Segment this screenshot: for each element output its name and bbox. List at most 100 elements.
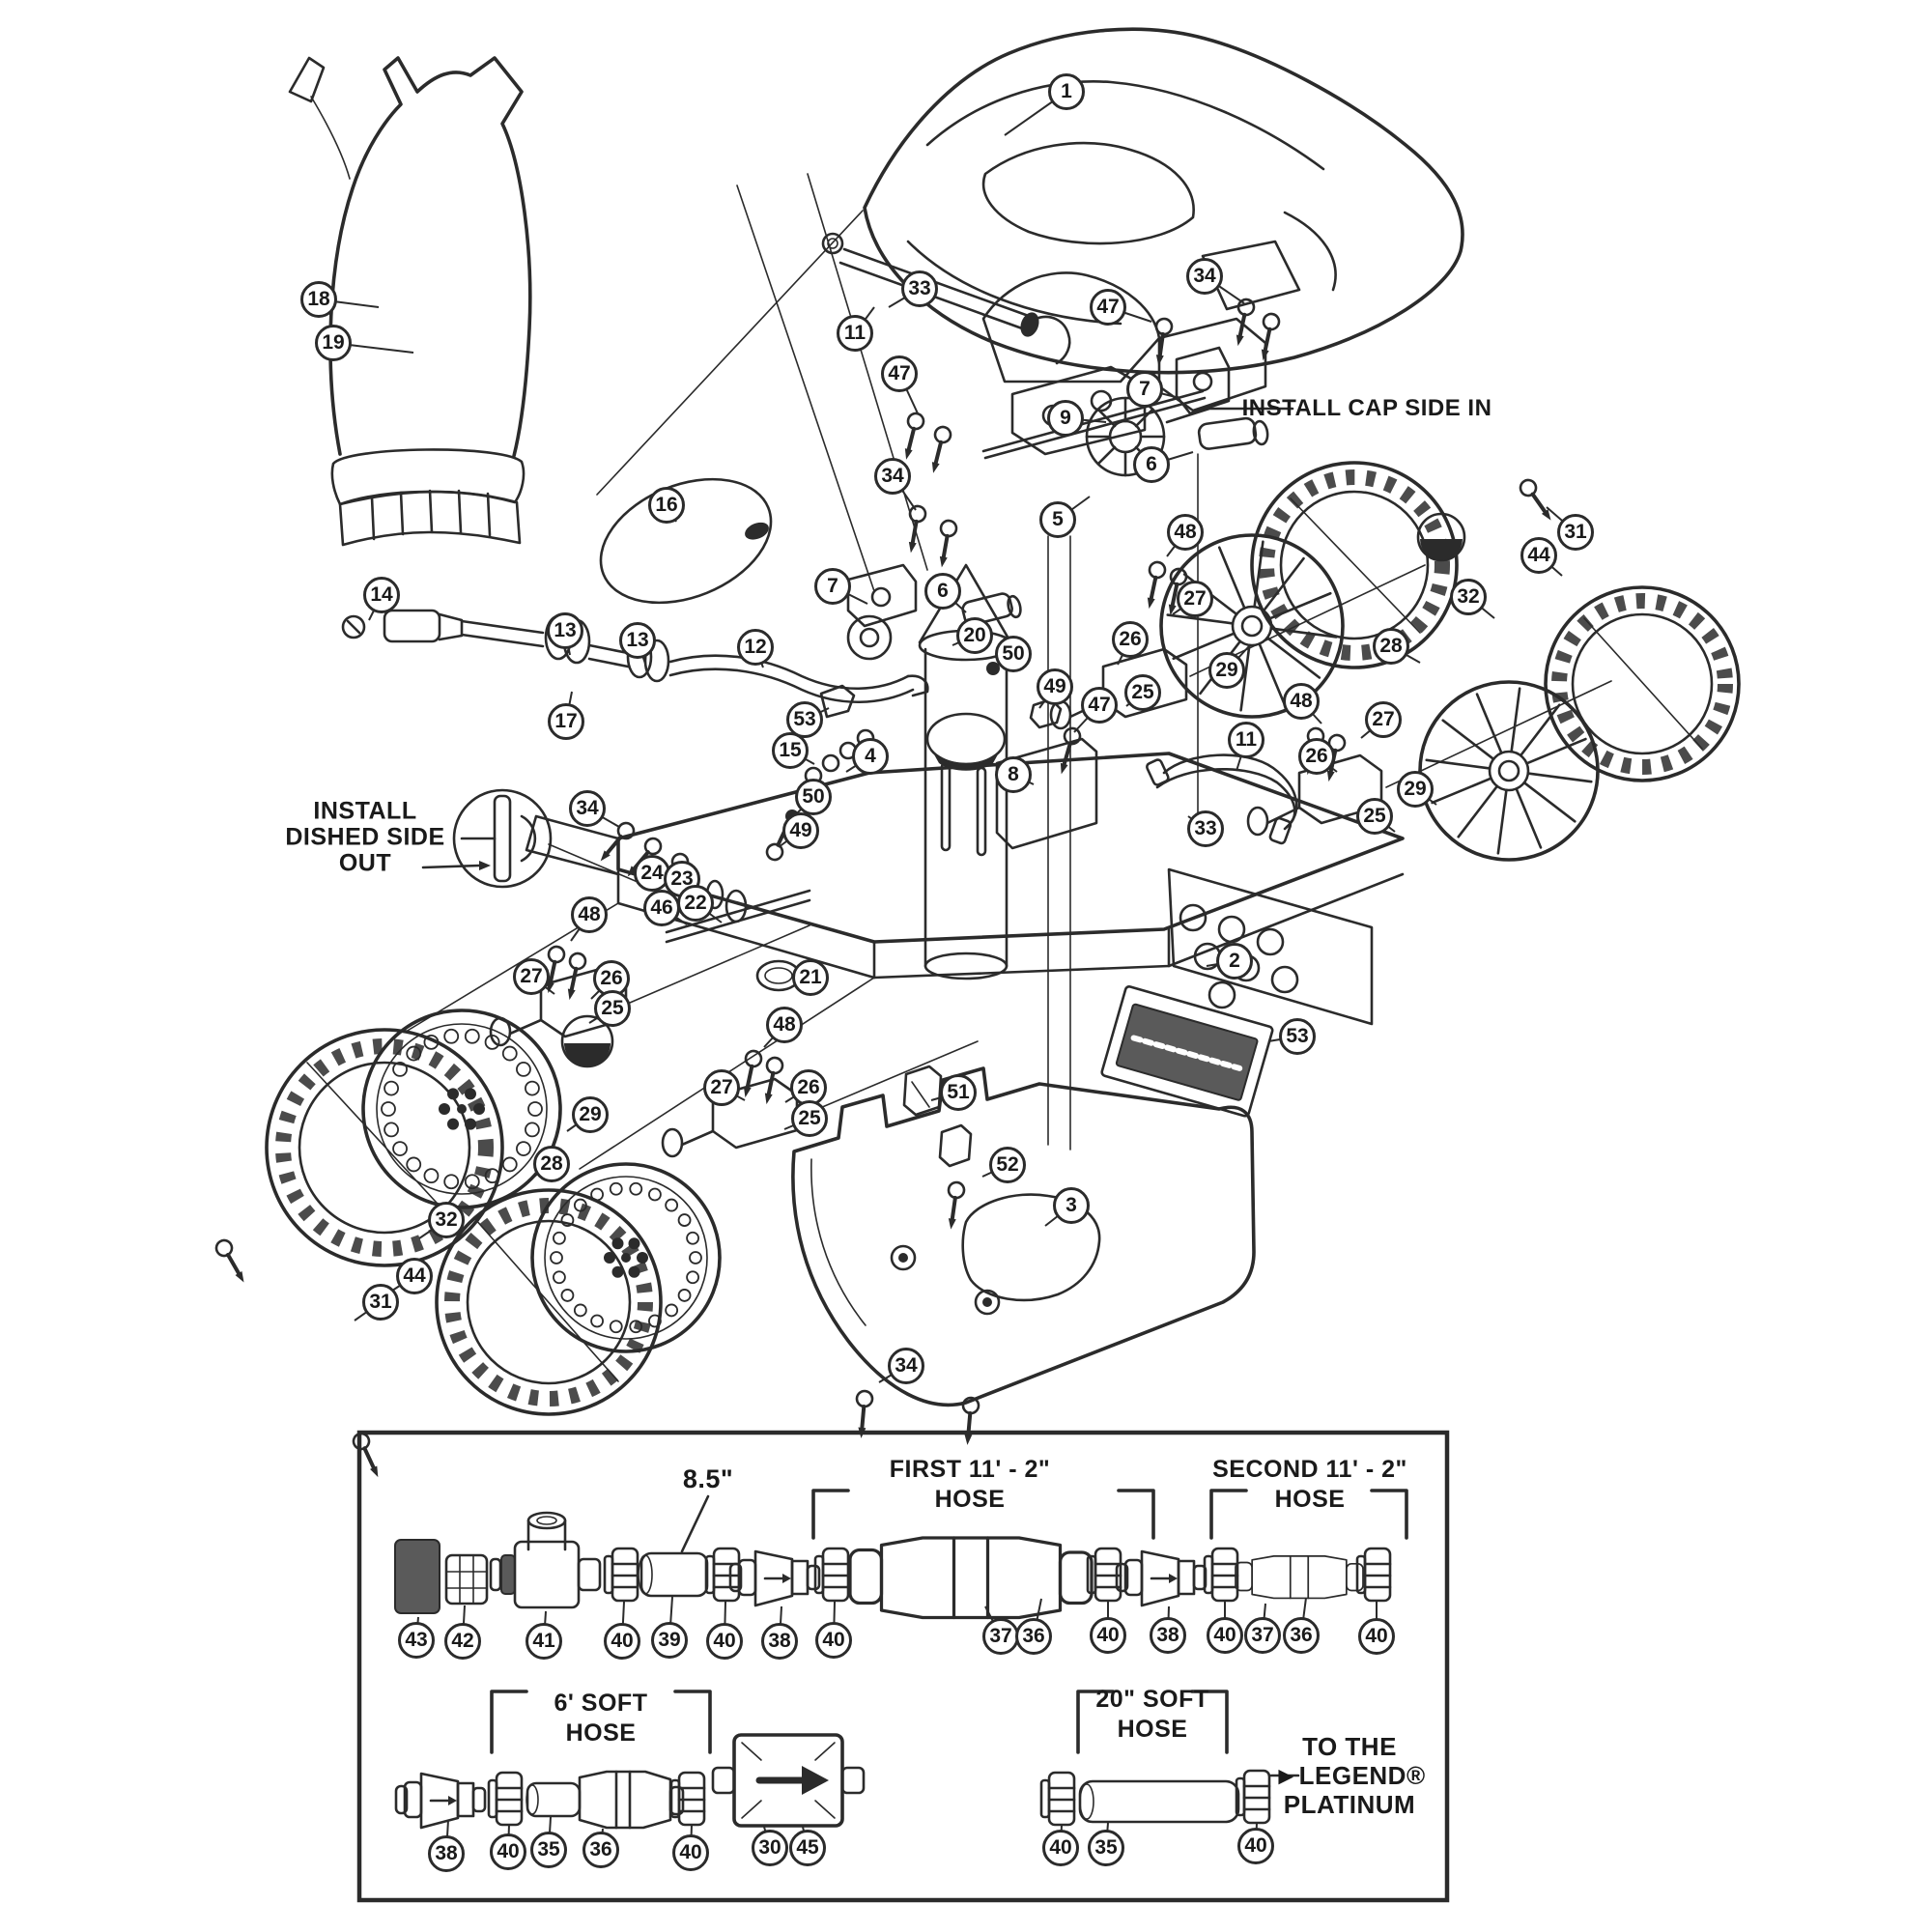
callout-19: 19 xyxy=(315,325,352,361)
callout-40: 40 xyxy=(1237,1828,1274,1864)
callout-48: 48 xyxy=(1283,683,1320,720)
callout-31: 31 xyxy=(1557,514,1594,551)
callout-22: 22 xyxy=(677,885,714,922)
callout-11: 11 xyxy=(837,315,873,352)
callout-30: 30 xyxy=(752,1830,788,1866)
callout-25: 25 xyxy=(791,1100,828,1137)
callout-40: 40 xyxy=(604,1623,640,1660)
callout-50: 50 xyxy=(995,636,1032,672)
callout-48: 48 xyxy=(1167,514,1204,551)
callout-48: 48 xyxy=(571,896,608,933)
callout-34: 34 xyxy=(569,790,606,827)
callout-15: 15 xyxy=(772,732,809,769)
legend-row1-parts xyxy=(394,1511,1392,1620)
callout-35: 35 xyxy=(530,1832,567,1868)
callout-35: 35 xyxy=(1088,1830,1124,1866)
callout-51: 51 xyxy=(940,1074,977,1111)
callout-32: 32 xyxy=(428,1202,465,1238)
callout-41: 41 xyxy=(526,1623,562,1660)
callout-40: 40 xyxy=(1042,1830,1079,1866)
callout-37: 37 xyxy=(1244,1617,1281,1654)
callout-13: 13 xyxy=(619,622,656,659)
label-to-the-legend-platinum: TO THE►LEGEND®PLATINUM xyxy=(1273,1732,1426,1819)
callout-27: 27 xyxy=(1365,701,1402,738)
callout-27: 27 xyxy=(1177,581,1213,617)
cap-note-leader xyxy=(1165,407,1294,424)
callout-3: 3 xyxy=(1053,1187,1090,1224)
dished-washer-detail xyxy=(421,788,811,944)
callout-31: 31 xyxy=(362,1284,399,1321)
callout-53: 53 xyxy=(1279,1018,1316,1055)
callout-13: 13 xyxy=(547,612,583,649)
callout-49: 49 xyxy=(1037,668,1073,705)
callout-25: 25 xyxy=(1356,798,1393,835)
callout-47: 47 xyxy=(881,355,918,392)
callout-37: 37 xyxy=(982,1618,1019,1655)
callout-44: 44 xyxy=(396,1258,433,1294)
float-part xyxy=(599,477,773,605)
callout-43: 43 xyxy=(398,1622,435,1659)
center-column-assembly xyxy=(918,453,1199,1151)
callout-17: 17 xyxy=(548,703,584,740)
callout-33: 33 xyxy=(901,270,938,307)
right-wheel-group xyxy=(1049,461,1741,862)
debris-bag-part xyxy=(288,56,532,547)
label-second-hose: SECOND 11' - 2"HOSE xyxy=(1212,1456,1407,1513)
callout-2: 2 xyxy=(1216,943,1253,980)
callout-6: 6 xyxy=(1133,446,1170,483)
label-first-hose: FIRST 11' - 2"HOSE xyxy=(889,1456,1051,1513)
callout-6: 6 xyxy=(924,573,961,610)
callout-36: 36 xyxy=(1283,1617,1320,1654)
callout-29: 29 xyxy=(1208,652,1245,689)
callout-34: 34 xyxy=(888,1348,924,1384)
callout-20: 20 xyxy=(956,617,993,654)
legend-row2-parts xyxy=(394,1733,1300,1830)
callout-47: 47 xyxy=(1090,289,1126,326)
callout-53: 53 xyxy=(786,701,823,738)
callout-26: 26 xyxy=(1298,738,1335,775)
callout-12: 12 xyxy=(737,629,774,666)
callout-40: 40 xyxy=(672,1834,709,1871)
callout-29: 29 xyxy=(1397,771,1434,808)
callout-36: 36 xyxy=(582,1832,619,1868)
callout-7: 7 xyxy=(1126,371,1163,408)
callout-26: 26 xyxy=(1112,621,1149,658)
callout-11: 11 xyxy=(1228,722,1264,758)
callout-21: 21 xyxy=(792,959,829,996)
legend-valve-30-45 xyxy=(711,1733,866,1828)
bottom-pan-assembly xyxy=(791,985,1274,1448)
callout-40: 40 xyxy=(815,1622,852,1659)
callout-49: 49 xyxy=(782,812,819,849)
callout-38: 38 xyxy=(761,1623,798,1660)
legend-box xyxy=(356,1430,1450,1903)
callout-25: 25 xyxy=(1124,674,1161,711)
callout-40: 40 xyxy=(1358,1618,1395,1655)
callout-18: 18 xyxy=(300,281,337,318)
left-bracket-assembly xyxy=(846,563,1022,661)
label-install-cap-side-in: INSTALL CAP SIDE IN xyxy=(1241,395,1492,421)
callout-27: 27 xyxy=(703,1069,740,1106)
top-cover-part xyxy=(863,27,1464,375)
callout-28: 28 xyxy=(1373,628,1409,665)
callout-8: 8 xyxy=(995,756,1032,793)
callout-16: 16 xyxy=(648,487,685,524)
callout-4: 4 xyxy=(852,738,889,775)
callout-52: 52 xyxy=(989,1147,1026,1183)
callout-33: 33 xyxy=(1187,810,1224,847)
callout-29: 29 xyxy=(572,1096,609,1133)
callout-40: 40 xyxy=(1207,1617,1243,1654)
callout-14: 14 xyxy=(363,577,400,613)
platinum-sticker xyxy=(1100,985,1274,1118)
callout-5: 5 xyxy=(1039,501,1076,538)
callout-50: 50 xyxy=(795,779,832,815)
callout-32: 32 xyxy=(1450,579,1487,615)
callout-40: 40 xyxy=(490,1833,526,1870)
callout-40: 40 xyxy=(1090,1617,1126,1654)
callout-47: 47 xyxy=(1081,687,1118,724)
left-wheel-group xyxy=(212,943,799,1483)
callout-40: 40 xyxy=(706,1623,743,1660)
callout-28: 28 xyxy=(533,1146,570,1182)
